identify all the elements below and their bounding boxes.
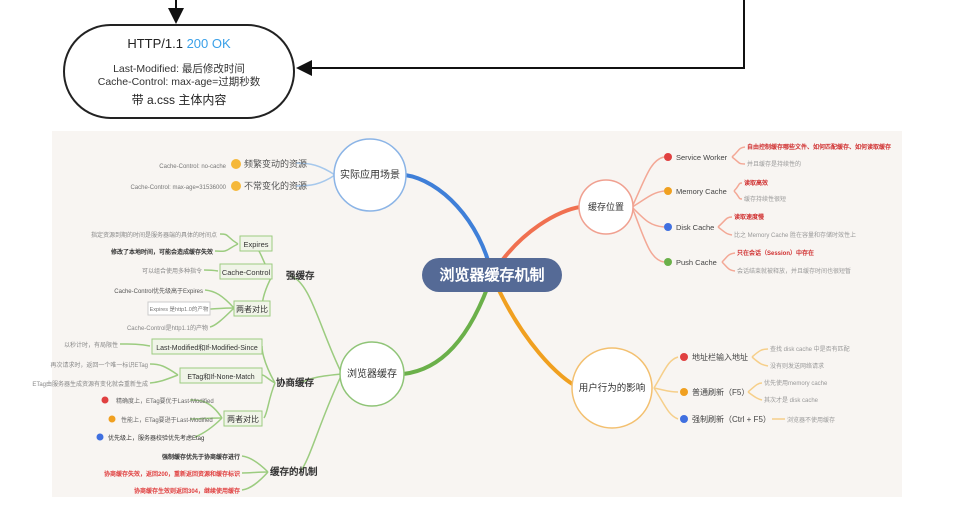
number-1-icon bbox=[101, 396, 109, 404]
center-node: 浏览器缓存机制 bbox=[422, 258, 562, 292]
number-4-icon bbox=[664, 258, 672, 266]
behavior-item-label: 强制刷新（Ctrl + F5） bbox=[692, 414, 771, 424]
scenario-item-note: Cache-Control: no-cache bbox=[159, 164, 226, 170]
cache-control-label: Cache-Control bbox=[222, 268, 271, 277]
strong-compare-note: Cache-Control是http1.1的产物 bbox=[127, 324, 208, 332]
mechanism-note: 强制缓存优先于协商缓存进行 bbox=[162, 453, 240, 461]
cache-control-note: 可以组合使用多种指令 bbox=[142, 267, 202, 275]
location-item-note: 缓存持续性很短 bbox=[744, 195, 786, 203]
etag-note: ETag由服务器生成资源有变化就会重新生成 bbox=[32, 380, 148, 388]
location-item-note: 自由控制缓存哪些文件、如何匹配缓存、如何读取缓存 bbox=[747, 143, 891, 151]
branch-line-browser-cache bbox=[402, 274, 494, 376]
http-status-code: 200 OK bbox=[186, 36, 231, 51]
negotiate-cache-group: 协商缓存 Last-Modified和If-Modified-Since 以秒计… bbox=[32, 338, 315, 442]
location-item-label: Service Worker bbox=[676, 153, 728, 162]
cache-control-header: Cache-Control: max-age=过期秒数 bbox=[97, 76, 261, 88]
location-item-note: 并且缓存是持续性的 bbox=[747, 160, 801, 168]
negotiate-compare-note: 精确度上，ETag要优于Last-Modified bbox=[116, 397, 214, 405]
arrow-return bbox=[296, 0, 745, 76]
location-item-label: Push Cache bbox=[676, 258, 717, 267]
mechanism-title: 缓存的机制 bbox=[270, 466, 318, 478]
behavior-node: 用户行为的影响 bbox=[571, 347, 653, 429]
strong-cache-group: 强缓存 Expires 指定资源到期的时间是服务器端的具体的时间点 修改了本地时… bbox=[91, 231, 315, 332]
location-item-label: Memory Cache bbox=[676, 187, 727, 196]
cache-location-items: Service Worker 自由控制缓存哪些文件、如何匹配缓存、如何读取缓存 … bbox=[664, 143, 891, 275]
negotiate-compare-label: 两者对比 bbox=[227, 414, 259, 424]
mechanism-note: 协商缓存失效，返回200，重新返回资源和缓存标识 bbox=[104, 470, 240, 478]
behavior-item-label: 地址栏输入地址 bbox=[692, 352, 748, 362]
number-3-icon bbox=[664, 223, 672, 231]
last-modified-label: Last-Modified和If-Modified-Since bbox=[156, 343, 258, 352]
number-3-icon bbox=[680, 415, 688, 423]
location-title: 缓存位置 bbox=[588, 201, 624, 212]
expires-box bbox=[239, 235, 273, 252]
scenario-item-note: Cache-Control: max-age=31536000 bbox=[130, 185, 226, 191]
mechanism-group: 缓存的机制 强制缓存优先于协商缓存进行 协商缓存失效，返回200，重新返回资源和… bbox=[104, 453, 318, 495]
strong-compare-note: Cache-Control优先级高于Expires bbox=[114, 287, 203, 295]
emoji-icon bbox=[231, 159, 241, 169]
cache-control-box bbox=[219, 263, 273, 280]
strong-compare-note: Expires 是http1.0的产物 bbox=[150, 305, 209, 313]
scenario-title: 实际应用场景 bbox=[340, 168, 400, 181]
location-item-label: Disk Cache bbox=[676, 223, 714, 232]
behavior-item-note: 其次才是 disk cache bbox=[764, 396, 819, 404]
mechanism-note: 协商缓存生效则返回304，继续使用缓存 bbox=[134, 487, 240, 495]
expires-label: Expires bbox=[243, 240, 268, 249]
etag-box bbox=[179, 367, 263, 384]
location-links bbox=[631, 146, 746, 272]
number-2-icon bbox=[108, 415, 116, 423]
http-version: HTTP/1.1 bbox=[127, 36, 183, 51]
number-1-icon bbox=[680, 353, 688, 361]
http-response-box: HTTP/1.1 200 OK Last-Modified: 最后修改时间 Ca… bbox=[63, 24, 295, 119]
negotiate-cache-title: 协商缓存 bbox=[276, 377, 315, 389]
emoji-icon bbox=[231, 181, 241, 191]
number-3-icon bbox=[96, 433, 104, 441]
browser-cache-node: 浏览器缓存 bbox=[339, 341, 405, 407]
location-item-note: 会话结束就被释放，并且缓存时间也很短暂 bbox=[737, 267, 851, 275]
browser-cache-title: 浏览器缓存 bbox=[347, 367, 397, 380]
strong-compare-label: 两者对比 bbox=[236, 304, 268, 314]
behavior-item-note: 查找 disk cache 中是否有匹配 bbox=[770, 345, 850, 353]
number-2-icon bbox=[664, 187, 672, 195]
behavior-links bbox=[653, 348, 785, 420]
location-item-note: 读取速度慢 bbox=[734, 213, 765, 221]
negotiate-compare-note: 性能上，ETag要逊于Last-Modified bbox=[121, 416, 213, 424]
etag-note: 再次请求时，返回一个唯一标识ETag bbox=[50, 361, 148, 369]
number-1-icon bbox=[664, 153, 672, 161]
etag-label: ETag和If-None-Match bbox=[187, 372, 254, 381]
behavior-item-note: 浏览器不使用缓存 bbox=[787, 416, 835, 424]
negotiate-compare-note: 优先级上，服务器校验优先考虑Etag bbox=[108, 434, 204, 442]
branch-line-scenario bbox=[404, 173, 494, 276]
scenario-item-label: 频繁变动的资源 bbox=[244, 158, 307, 169]
expires-note: 指定资源到期的时间是服务器端的具体的时间点 bbox=[91, 231, 217, 239]
last-modified-note: 以秒计时，有局限性 bbox=[64, 341, 118, 349]
last-modified-box bbox=[151, 338, 263, 355]
strong-cache-title: 强缓存 bbox=[286, 270, 315, 282]
browser-cache-links bbox=[119, 233, 343, 491]
scenario-item-label: 不常变化的资源 bbox=[244, 180, 307, 191]
strong-compare-box bbox=[233, 300, 271, 317]
scenario-node: 实际应用场景 bbox=[333, 138, 407, 212]
behavior-item-note: 优先使用memory cache bbox=[764, 379, 828, 387]
response-body-text: 带 a.css 主体内容 bbox=[131, 93, 227, 107]
user-behavior-items: 地址栏输入地址 查找 disk cache 中是否有匹配 没有则发送网络请求 普… bbox=[680, 345, 850, 424]
http-status-line: HTTP/1.1 200 OK bbox=[65, 36, 293, 51]
number-2-icon bbox=[680, 388, 688, 396]
location-item-note: 读取高效 bbox=[744, 179, 768, 187]
location-item-note: 只在会话（Session）中存在 bbox=[737, 249, 814, 257]
negotiate-compare-box bbox=[223, 410, 263, 427]
expires-note: 修改了本地时间，可能会造成缓存失效 bbox=[110, 248, 213, 256]
scenario-links bbox=[295, 162, 336, 187]
scenario-items: 频繁变动的资源 Cache-Control: no-cache 不常变化的资源 … bbox=[130, 158, 307, 191]
last-modified-header: Last-Modified: 最后修改时间 bbox=[113, 63, 245, 75]
location-item-note: 比之 Memory Cache 胜在容量和存储时效性上 bbox=[734, 231, 856, 239]
behavior-title: 用户行为的影响 bbox=[579, 382, 646, 394]
center-title: 浏览器缓存机制 bbox=[439, 266, 544, 284]
location-node: 缓存位置 bbox=[578, 179, 634, 235]
strong-compare-note-box bbox=[147, 301, 211, 316]
behavior-item-note: 没有则发送网络请求 bbox=[770, 362, 824, 370]
behavior-item-label: 普通刷新（F5） bbox=[692, 387, 749, 397]
